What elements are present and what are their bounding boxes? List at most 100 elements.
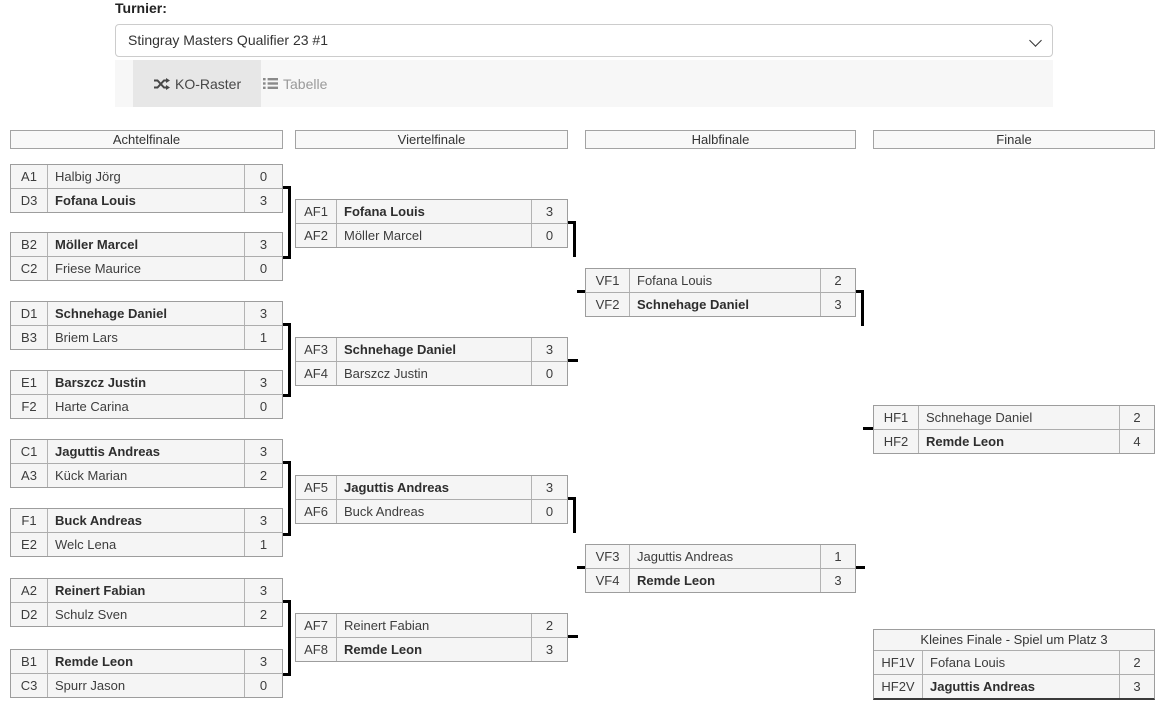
player-name: Remde Leon (926, 434, 1005, 449)
tournament-label: Turnier: (115, 0, 167, 16)
seed-code: VF3 (586, 545, 630, 568)
round-header-finale: Finale (873, 130, 1155, 149)
bracket-connector (568, 635, 578, 638)
score: 2 (1119, 651, 1154, 674)
seed-code: AF7 (296, 614, 337, 637)
score: 2 (1119, 406, 1154, 429)
third-place-title: Kleines Finale - Spiel um Platz 3 (874, 630, 1154, 651)
player-name: Briem Lars (55, 330, 118, 345)
seed-code: D2 (11, 603, 48, 626)
player-name: Barszcz Justin (344, 366, 428, 381)
player-name: Reinert Fabian (344, 618, 430, 633)
seed-code: AF3 (296, 338, 337, 361)
score: 3 (531, 200, 567, 223)
score: 3 (531, 638, 567, 661)
seed-code: HF2 (874, 430, 919, 453)
chevron-down-icon (1029, 34, 1042, 47)
seed-code: VF4 (586, 569, 630, 592)
score: 0 (244, 395, 282, 418)
round-header-achtelfinale: Achtelfinale (10, 130, 283, 149)
player-name: Spurr Jason (55, 678, 126, 693)
match-row: F2 Harte Carina 0 (11, 394, 282, 418)
player-name: Kück Marian (55, 468, 128, 483)
player-name: Schnehage Daniel (55, 306, 167, 321)
seed-code: C2 (11, 257, 48, 280)
round-header-halbfinale: Halbfinale (585, 130, 856, 149)
player-name: Harte Carina (55, 399, 129, 414)
score: 2 (531, 614, 567, 637)
seed-code: F2 (11, 395, 48, 418)
seed-code: B3 (11, 326, 48, 349)
player-name: Fofana Louis (930, 655, 1006, 670)
match-row: AF7 Reinert Fabian 2 (296, 614, 567, 637)
player-name: Fofana Louis (344, 204, 425, 219)
score: 3 (244, 371, 282, 394)
seed-code: E1 (11, 371, 48, 394)
bracket-connector (577, 566, 585, 569)
bracket-connector (568, 497, 576, 533)
seed-code: HF2V (874, 675, 923, 698)
seed-code: HF1 (874, 406, 919, 429)
score: 3 (531, 476, 567, 499)
bracket-connector (856, 566, 865, 569)
tab-tabelle[interactable]: Tabelle (243, 60, 347, 107)
player-name: Buck Andreas (344, 504, 425, 519)
bracket-connector (568, 359, 578, 362)
seed-code: VF2 (586, 293, 630, 316)
seed-code: A1 (11, 165, 48, 188)
seed-code: F1 (11, 509, 48, 532)
score: 3 (244, 233, 282, 256)
player-name: Remde Leon (344, 642, 423, 657)
player-name: Buck Andreas (55, 513, 142, 528)
tournament-select[interactable]: Stingray Masters Qualifier 23 #1 (115, 24, 1053, 57)
score: 3 (1119, 675, 1154, 698)
seed-code: AF2 (296, 224, 337, 247)
round-header-viertelfinale: Viertelfinale (295, 130, 568, 149)
seed-code: C3 (11, 674, 48, 697)
player-name: Schnehage Daniel (344, 342, 456, 357)
score: 2 (244, 464, 282, 487)
player-name: Barszcz Justin (55, 375, 147, 390)
match-row: E1 Barszcz Justin 3 (11, 371, 282, 394)
player-name: Friese Maurice (55, 261, 141, 276)
score: 1 (244, 533, 282, 556)
score: 0 (531, 224, 567, 247)
seed-code: A3 (11, 464, 48, 487)
bracket-connector (283, 323, 291, 397)
score: 3 (244, 302, 282, 325)
score: 1 (820, 545, 855, 568)
tab-ko-raster[interactable]: KO-Raster (133, 60, 262, 107)
seed-code: VF1 (586, 269, 630, 292)
